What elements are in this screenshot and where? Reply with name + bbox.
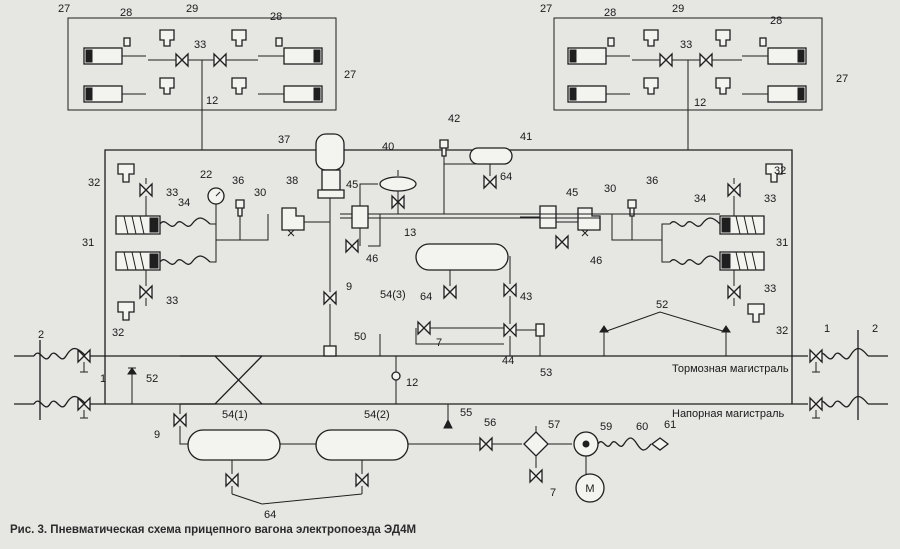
center-apparatus bbox=[315, 133, 720, 404]
label-54-3: 54(3) bbox=[380, 289, 406, 301]
label-29-tr: 29 bbox=[672, 3, 684, 15]
label-38: 38 bbox=[286, 175, 298, 187]
label-22: 22 bbox=[200, 169, 212, 181]
label-28-tl: 28 bbox=[120, 7, 132, 19]
label-52-r: 52 bbox=[656, 299, 668, 311]
label-34-l: 34 bbox=[178, 197, 190, 209]
label-41: 41 bbox=[520, 131, 532, 143]
label-12-tl: 12 bbox=[206, 95, 218, 107]
label-45-r: 45 bbox=[566, 187, 578, 199]
label-1-right: 1 bbox=[824, 323, 830, 335]
label-7-mid: 7 bbox=[436, 337, 442, 349]
compressor-group bbox=[479, 426, 670, 503]
label-54-2: 54(2) bbox=[364, 409, 390, 421]
label-27-tl: 27 bbox=[58, 3, 70, 15]
label-32-ul: 32 bbox=[88, 177, 100, 189]
label-33-ll: 33 bbox=[166, 295, 178, 307]
label-33-tr: 33 bbox=[680, 39, 692, 51]
label-64-mid: 64 bbox=[420, 291, 432, 303]
label-36-l: 36 bbox=[232, 175, 244, 187]
label-28-tr2: 28 bbox=[770, 15, 782, 27]
label-28-tr: 28 bbox=[604, 7, 616, 19]
label-31-r: 31 bbox=[776, 237, 788, 249]
brake-valves-52 bbox=[127, 311, 731, 404]
label-13: 13 bbox=[404, 227, 416, 239]
label-7-low: 7 bbox=[550, 487, 556, 499]
label-53: 53 bbox=[540, 367, 552, 379]
motor-symbol: М bbox=[585, 483, 594, 495]
label-59: 59 bbox=[600, 421, 612, 433]
label-9-mid: 9 bbox=[346, 281, 352, 293]
label-52-l: 52 bbox=[146, 373, 158, 385]
right-bogie-group bbox=[553, 17, 823, 150]
figure-caption: Рис. 3. Пневматическая схема прицепного … bbox=[10, 524, 417, 536]
label-31-l: 31 bbox=[82, 237, 94, 249]
brake-line-label: Тормозная магистраль bbox=[672, 363, 789, 375]
label-27-tl2: 27 bbox=[344, 69, 356, 81]
supply-line-label: Напорная магистраль bbox=[672, 408, 784, 420]
label-27-tr2: 27 bbox=[836, 73, 848, 85]
label-60: 60 bbox=[636, 421, 648, 433]
label-37: 37 bbox=[278, 134, 290, 146]
label-33-tl: 33 bbox=[194, 39, 206, 51]
label-12-mid: 12 bbox=[406, 377, 418, 389]
label-33-ul: 33 bbox=[166, 187, 178, 199]
frame-pipe bbox=[104, 149, 793, 404]
right-end-hoses bbox=[809, 330, 869, 420]
label-2-left: 2 bbox=[38, 329, 44, 341]
left-end-hoses bbox=[33, 340, 91, 420]
label-46-r: 46 bbox=[590, 255, 602, 267]
label-9-low: 9 bbox=[154, 429, 160, 441]
label-32-lr: 32 bbox=[776, 325, 788, 337]
label-12-tr: 12 bbox=[694, 97, 706, 109]
label-54-1: 54(1) bbox=[222, 409, 248, 421]
label-30-l: 30 bbox=[254, 187, 266, 199]
label-33-lr: 33 bbox=[764, 283, 776, 295]
label-2-right: 2 bbox=[872, 323, 878, 335]
left-brake-cylinders bbox=[115, 163, 330, 321]
right-brake-cylinders bbox=[520, 163, 783, 323]
left-bogie-group bbox=[67, 17, 337, 150]
label-1-left: 1 bbox=[100, 373, 106, 385]
label-40: 40 bbox=[382, 141, 394, 153]
label-36-r: 36 bbox=[646, 175, 658, 187]
label-34-r: 34 bbox=[694, 193, 706, 205]
label-33-ur: 33 bbox=[764, 193, 776, 205]
label-50: 50 bbox=[354, 331, 366, 343]
label-55: 55 bbox=[460, 407, 472, 419]
lower-reservoirs bbox=[173, 404, 488, 505]
label-45-l: 45 bbox=[346, 179, 358, 191]
label-32-ur: 32 bbox=[774, 165, 786, 177]
label-28-tl2: 28 bbox=[270, 11, 282, 23]
label-61: 61 bbox=[664, 419, 676, 431]
label-57: 57 bbox=[548, 419, 560, 431]
label-56: 56 bbox=[484, 417, 496, 429]
label-64-top: 64 bbox=[500, 171, 512, 183]
label-46-l: 46 bbox=[366, 253, 378, 265]
label-29-tl: 29 bbox=[186, 3, 198, 15]
label-44: 44 bbox=[502, 355, 514, 367]
label-30-r: 30 bbox=[604, 183, 616, 195]
label-43: 43 bbox=[520, 291, 532, 303]
label-42: 42 bbox=[448, 113, 460, 125]
label-27-tr: 27 bbox=[540, 3, 552, 15]
label-32-ll: 32 bbox=[112, 327, 124, 339]
label-64-low: 64 bbox=[264, 509, 276, 521]
